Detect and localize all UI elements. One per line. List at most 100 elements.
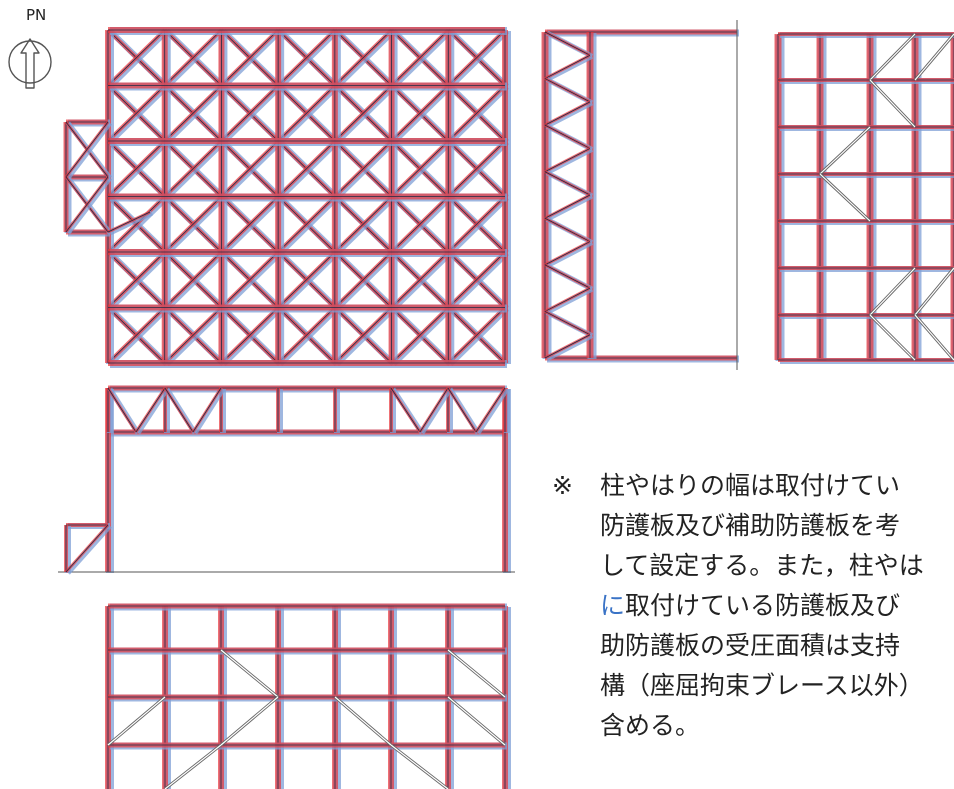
plan-diag-b-2-4-blue (334, 139, 396, 200)
plan-diag-b-4-3-blue (278, 250, 339, 311)
bottom-brace-7-inner (447, 649, 506, 698)
side-zig-10-axis (544, 264, 591, 289)
side-zig-6-axis (544, 171, 591, 196)
right-brace-3-inner (869, 79, 916, 128)
plan-diag-b-5-5-blue (391, 306, 453, 367)
note-line-7: 含める。 (600, 711, 701, 740)
plan-diag-b-1-3-blue (278, 84, 339, 145)
section-web-4-axis (192, 387, 222, 433)
section-web-3-axis (164, 387, 194, 433)
annex-diag-4-axis (65, 176, 109, 233)
section-web-8-blue (475, 387, 510, 435)
side-zig-0-axis (544, 31, 591, 56)
plan-diag-b-4-0-axis (107, 251, 165, 308)
bottom-brace-4-inner (220, 696, 279, 746)
annex-diag-4-blue (66, 176, 112, 235)
plan-diag-b-5-4-axis (334, 307, 392, 364)
section-web-8-axis (475, 387, 506, 433)
plan-diag-b-0-2-blue (221, 28, 283, 89)
plan-diag-b-0-6-blue (448, 28, 510, 89)
plan-diag-b-5-2-blue (221, 306, 283, 367)
note-line-2: 防護板及び補助防護板を考 (600, 511, 901, 540)
plan-diag-b-1-2-blue (221, 84, 283, 145)
side-zig-5-blue (545, 147, 594, 175)
plan-diag-b-2-0-axis (107, 140, 165, 197)
plan-diag-b-4-6-axis (448, 251, 506, 308)
right-brace-9-inner (914, 314, 954, 361)
bottom-brace-3-inner (164, 744, 222, 789)
plan-diag-b-4-1-blue (164, 250, 226, 311)
section-web-5-axis (390, 387, 421, 433)
plan-diag-b-1-5-blue (391, 84, 453, 145)
plan-diag-b-4-2-axis (221, 251, 279, 308)
plan-diag-b-0-1-blue (164, 28, 226, 89)
plan-diag-b-2-1-blue (164, 139, 226, 200)
annex-link-axis (107, 211, 151, 233)
plan-diag-b-2-4-axis (334, 140, 392, 197)
right-brace-8-inner (869, 314, 916, 361)
north-arrow-label: PN (26, 6, 47, 24)
plan-diag-b-4-0-blue (107, 250, 169, 311)
bottom-brace-2-inner (107, 696, 166, 746)
side-zig-3-blue (545, 100, 594, 129)
note-line-4-prefix: に (600, 591, 626, 620)
plan-diag-b-4-5-blue (391, 250, 453, 311)
plan-diag-b-1-4-blue (334, 84, 396, 145)
plan-diag-b-4-2-blue (221, 250, 283, 311)
plan-diag-b-2-6-blue (448, 139, 510, 200)
plan-diag-b-1-1-blue (164, 84, 226, 145)
plan-diag-b-0-4-blue (334, 28, 396, 89)
side-zig-5-axis (544, 148, 591, 173)
plan-diag-b-0-0-blue (107, 28, 169, 89)
plan-diag-b-2-2-axis (221, 140, 279, 197)
note-line-4: に取付けている防護板及び (600, 586, 900, 626)
right-brace-5-inner (819, 173, 871, 222)
side-zig-3-axis (544, 101, 591, 126)
plan-diag-b-0-5-axis (391, 29, 449, 86)
plan-diag-b-1-3-axis (277, 85, 336, 142)
plan-diag-b-5-2-axis (221, 307, 279, 364)
plan-diag-b-0-3-axis (277, 29, 336, 86)
bottom-brace-1-inner (220, 649, 279, 698)
side-zig-11-axis (544, 287, 591, 312)
side-zig-1-blue (545, 54, 594, 82)
right-brace-6-inner (869, 267, 916, 316)
plan-diag-b-4-5-axis (391, 251, 449, 308)
side-zig-8-axis (544, 217, 591, 242)
plan-diag-b-5-5-axis (391, 307, 449, 364)
plan-diag-b-2-3-axis (277, 140, 336, 197)
right-brace-2-inner (914, 33, 954, 81)
plan-diag-b-4-3-axis (277, 251, 336, 308)
plan-diag-b-3-0-blue (107, 195, 169, 256)
plan-diag-b-5-0-axis (107, 307, 165, 364)
plan-diag-b-5-0-blue (107, 306, 169, 367)
plan-diag-b-5-3-axis (277, 307, 336, 364)
right-brace-4-inner (819, 126, 871, 175)
plan-diag-b-3-1-blue (164, 195, 226, 256)
section-web-4-blue (192, 387, 226, 435)
plan-diag-b-1-5-axis (391, 85, 449, 142)
annex-diag-2-blue (66, 121, 112, 180)
right-brace-7-inner (914, 267, 954, 316)
plan-diag-b-5-4-blue (334, 306, 396, 367)
side-zig-2-axis (544, 78, 591, 103)
plan-diag-b-1-0-axis (107, 85, 165, 142)
plan-diag-b-3-2-axis (221, 196, 279, 253)
side-zig-9-blue (545, 240, 594, 269)
plan-diag-b-4-4-axis (334, 251, 392, 308)
bottom-brace-6-inner (390, 744, 449, 789)
right-brace-1-inner (869, 33, 916, 81)
plan-diag-b-1-2-axis (221, 85, 279, 142)
plan-diag-b-5-6-blue (448, 306, 510, 367)
annex-diag-2-axis (65, 121, 109, 178)
plan-diag-b-3-3-blue (278, 195, 339, 256)
plan-diag-b-5-1-blue (164, 306, 226, 367)
plan-diag-b-0-1-axis (164, 29, 222, 86)
plan-diag-b-0-6-axis (448, 29, 506, 86)
note-line-1: 柱やはりの幅は取付けてい (600, 471, 901, 500)
plan-diag-b-3-6-blue (448, 195, 510, 256)
plan-diag-b-3-5-blue (391, 195, 453, 256)
note-line-5: 助防護板の受圧面積は支持 (600, 631, 901, 660)
